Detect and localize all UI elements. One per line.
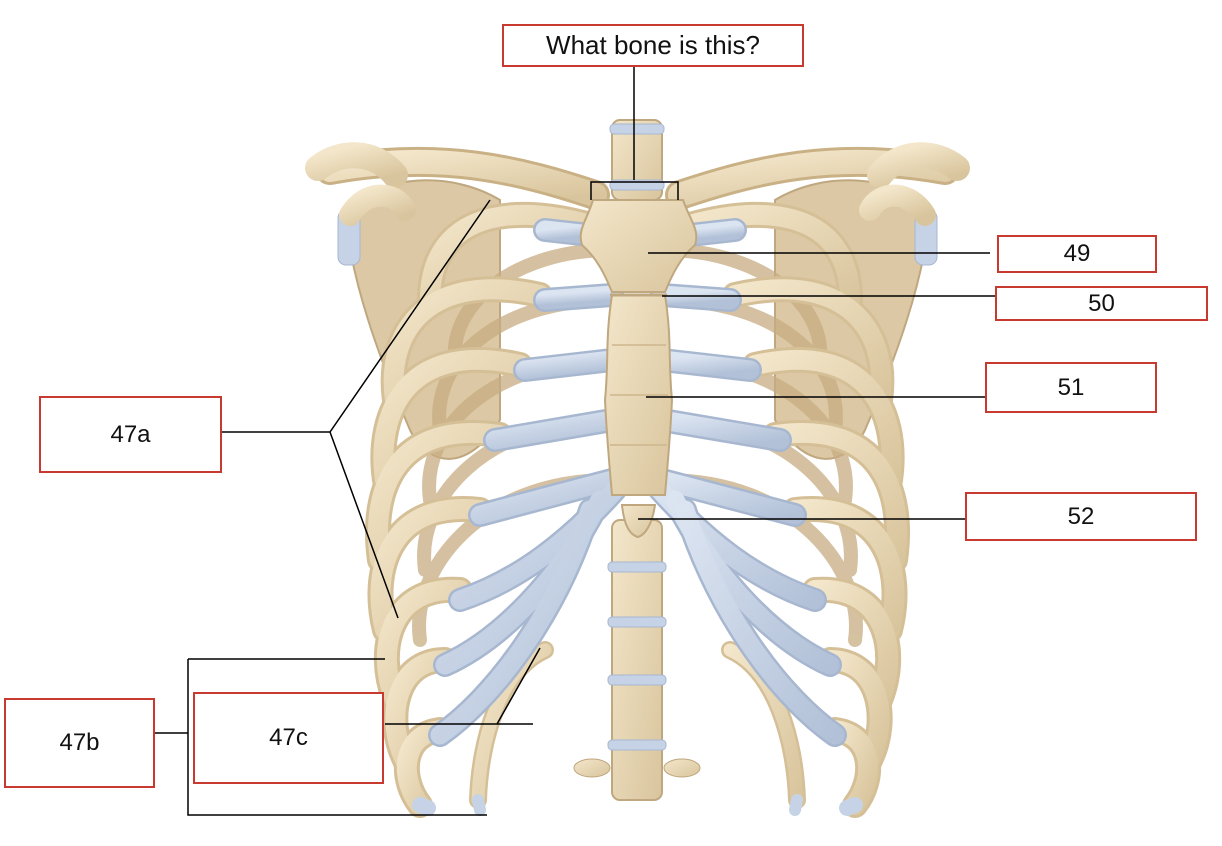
leader-47b <box>155 658 487 816</box>
leader-lines <box>155 67 995 816</box>
sternum <box>579 199 698 539</box>
costal-cartilages <box>412 218 863 816</box>
leader-47a <box>222 199 491 619</box>
leader-question <box>590 67 679 200</box>
label-box-47b: 47b <box>4 698 155 788</box>
label-box-52: 52 <box>965 492 1197 541</box>
anterior-ribs <box>364 201 911 818</box>
label-box-50: 50 <box>995 286 1208 321</box>
xiphoid-process <box>620 504 657 539</box>
clavicles <box>305 142 970 226</box>
label-box-47a: 47a <box>39 396 222 473</box>
label-box-51: 51 <box>985 362 1157 413</box>
leader-47c <box>385 647 541 725</box>
manubrium <box>579 199 698 293</box>
question-label-box: What bone is this? <box>502 24 804 67</box>
vertebral-column <box>573 119 701 801</box>
label-box-49: 49 <box>997 235 1157 273</box>
label-box-47c: 47c <box>193 692 384 784</box>
